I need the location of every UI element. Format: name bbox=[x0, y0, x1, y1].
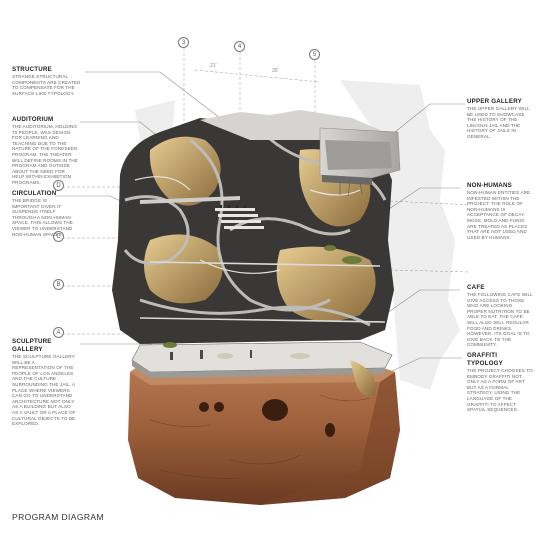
upper-gallery-body: THE UPPER GALLERY WILL BE USED TO SHOWCA… bbox=[467, 106, 530, 139]
grid-bubble-5: 5 bbox=[309, 49, 320, 60]
annotation-circulation: CIRCULATION THE BRIDGE IS IMPORTANT GIVE… bbox=[12, 190, 74, 237]
graffiti-typology-body: THE PROJECT CHOOSES TO EMBODY GRAFFITI N… bbox=[467, 368, 533, 413]
sculpture-gallery-heading: SCULPTURE GALLERY bbox=[12, 338, 52, 353]
auditorium-body: THE AUDITORIUM, HOLDING 70 PEOPLE, WAS D… bbox=[12, 124, 78, 185]
structure-body: STRANGE STRUCTURAL COMPONENTS ARE CREATE… bbox=[12, 74, 81, 96]
level-bubble-d: D bbox=[53, 180, 64, 191]
non-humans-body: NON-HUMAN ENTITIES ARE INFESTED WITHIN T… bbox=[467, 190, 531, 240]
circulation-bridge bbox=[140, 196, 240, 204]
circulation-body: THE BRIDGE IS IMPORTANT GIVEN IT SUSPEND… bbox=[12, 198, 73, 237]
rock-openings bbox=[199, 399, 335, 437]
dimension-35: 35' bbox=[272, 68, 279, 74]
annotation-cafe: CAFE THE FOLLOWING CAFE WILL GIVE ACCESS… bbox=[467, 284, 533, 348]
level-bubble-c: C bbox=[53, 231, 64, 242]
sculpture-gallery-body: THE SCULPTURE GALLERY WILL BE A REPRESEN… bbox=[12, 354, 76, 427]
structure-heading: STRUCTURE bbox=[12, 66, 52, 73]
level-bubble-a: A bbox=[53, 327, 64, 338]
cafe-body: THE FOLLOWING CAFE WILL GIVE ACCESS TO T… bbox=[467, 292, 533, 348]
upper-gallery-box bbox=[200, 110, 401, 197]
cafe-heading: CAFE bbox=[467, 284, 485, 291]
auditorium-seating bbox=[215, 208, 264, 229]
upper-gallery-heading: UPPER GALLERY bbox=[467, 98, 522, 105]
diagram-title: PROGRAM DIAGRAM bbox=[12, 512, 104, 522]
annotation-structure: STRUCTURE STRANGE STRUCTURAL COMPONENTS … bbox=[12, 66, 84, 96]
annotation-upper-gallery: UPPER GALLERY THE UPPER GALLERY WILL BE … bbox=[467, 98, 533, 140]
auditorium-heading: AUDITORIUM bbox=[12, 116, 54, 123]
non-humans-heading: NON-HUMANS bbox=[467, 182, 512, 189]
grid-bubble-3: 3 bbox=[178, 37, 189, 48]
annotation-non-humans: NON-HUMANS NON-HUMAN ENTITIES ARE INFEST… bbox=[467, 182, 533, 240]
grid-bubble-4: 4 bbox=[234, 41, 245, 52]
graffiti-typology-heading: GRAFFITI TYPOLOGY bbox=[467, 352, 503, 367]
circulation-heading: CIRCULATION bbox=[12, 190, 57, 197]
greenery bbox=[163, 245, 362, 348]
level-bubble-b: B bbox=[53, 279, 64, 290]
annotation-graffiti-typology: GRAFFITI TYPOLOGY THE PROJECT CHOOSES TO… bbox=[467, 352, 533, 413]
annotation-sculpture-gallery: SCULPTURE GALLERY THE SCULPTURE GALLERY … bbox=[12, 338, 78, 427]
annotation-auditorium: AUDITORIUM THE AUDITORIUM, HOLDING 70 PE… bbox=[12, 116, 78, 186]
sculpture-gallery-slab bbox=[131, 341, 393, 396]
dimension-21: 21' bbox=[210, 63, 217, 69]
